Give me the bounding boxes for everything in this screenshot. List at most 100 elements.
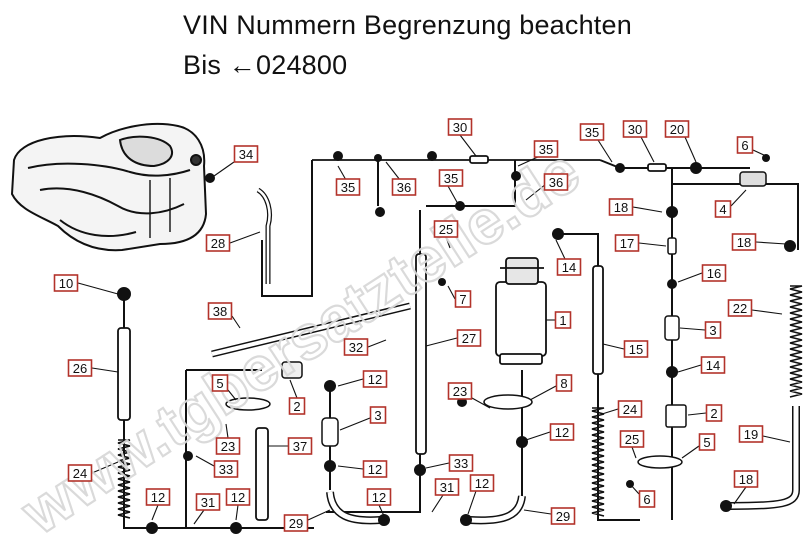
leader-line-c3b — [679, 327, 706, 331]
callout-c1: 1 — [554, 311, 572, 329]
clamp-dot — [438, 278, 446, 286]
callout-number: 18 — [614, 200, 628, 215]
callout-c12e: 12 — [366, 488, 392, 506]
callout-c14b: 14 — [700, 356, 726, 374]
callout-number: 35 — [444, 171, 458, 186]
leader-line-c22 — [751, 309, 783, 315]
callout-c5b: 5 — [698, 433, 716, 451]
callout-number: 20 — [670, 122, 684, 137]
callout-c12b: 12 — [225, 488, 251, 506]
callout-box — [205, 234, 231, 252]
callout-c35a: 35 — [335, 178, 361, 196]
callout-c23a: 23 — [215, 437, 241, 455]
leader-line-c3a — [339, 417, 371, 431]
callout-number: 22 — [733, 301, 747, 316]
fuel-filter-1 — [495, 257, 547, 365]
callout-c2a: 2 — [288, 397, 306, 415]
callout-c24a: 24 — [67, 464, 93, 482]
clamp-dot — [117, 287, 131, 301]
leader-line-c10 — [77, 282, 119, 295]
callout-box — [343, 338, 369, 356]
clamp-dots — [117, 151, 796, 534]
callout-number: 6 — [741, 138, 748, 153]
callout-number: 35 — [539, 142, 553, 157]
callout-c15: 15 — [623, 340, 649, 358]
callout-number: 8 — [560, 376, 567, 391]
callout-box — [53, 274, 79, 292]
callout-box — [362, 460, 388, 478]
callout-c22: 22 — [727, 299, 753, 317]
callout-c18b: 18 — [731, 233, 757, 251]
leader-line-c14b — [677, 364, 702, 373]
clamp-dot — [374, 154, 382, 162]
leader-line-c31a — [193, 509, 205, 525]
callout-box — [554, 311, 572, 329]
callout-number: 3 — [709, 323, 716, 338]
clamp-dot — [762, 154, 770, 162]
callout-c33b: 33 — [448, 454, 474, 472]
leader-line-c30a — [459, 134, 477, 157]
leader-line-c4 — [730, 189, 747, 207]
leader-line-c19 — [762, 435, 791, 443]
callout-c2b: 2 — [705, 404, 723, 422]
callout-box — [579, 123, 605, 141]
leader-line-c34 — [213, 161, 235, 177]
callout-box — [638, 490, 656, 508]
callout-number: 30 — [453, 120, 467, 135]
callout-box — [362, 370, 388, 388]
callout-box — [736, 136, 754, 154]
callout-number: 18 — [739, 472, 753, 487]
callout-number: 12 — [368, 372, 382, 387]
callout-c31a: 31 — [195, 493, 221, 511]
callout-box — [195, 493, 221, 511]
callout-box — [549, 423, 575, 441]
callout-number: 12 — [475, 476, 489, 491]
callout-box — [438, 169, 464, 187]
clamp-dot — [552, 228, 564, 240]
callout-c33a: 33 — [213, 460, 239, 478]
leader-line-c18a — [632, 206, 663, 213]
callout-box — [447, 118, 473, 136]
callout-box — [714, 200, 732, 218]
leader-line-c14a — [555, 239, 566, 260]
callout-number: 12 — [372, 490, 386, 505]
clamp-dot — [146, 522, 158, 534]
callout-c12f: 12 — [469, 474, 495, 492]
clamp-dot — [784, 240, 796, 252]
callout-number: 14 — [562, 260, 576, 275]
callout-c18a: 18 — [608, 198, 634, 216]
callout-c36a: 36 — [391, 178, 417, 196]
callout-c18c: 18 — [733, 470, 759, 488]
leader-line-c7 — [447, 285, 456, 300]
callout-box — [738, 425, 764, 443]
callout-number: 35 — [341, 180, 355, 195]
leader-line-c2b — [687, 412, 707, 416]
callout-box — [67, 464, 93, 482]
callout-number: 34 — [239, 147, 253, 162]
clamp-dot — [615, 163, 625, 173]
clamp-dot — [511, 171, 521, 181]
callout-c29a: 29 — [283, 514, 309, 532]
callout-box — [619, 430, 645, 448]
callout-box — [287, 437, 313, 455]
clamp-dot — [427, 151, 437, 161]
leader-line-c36a — [385, 161, 401, 181]
leader-line-c29b — [523, 509, 552, 515]
callout-number: 33 — [454, 456, 468, 471]
leader-line-c23b — [471, 397, 491, 409]
callout-number: 1 — [559, 313, 566, 328]
leader-line-c17 — [638, 242, 667, 247]
callout-number: 36 — [397, 180, 411, 195]
callout-c37: 37 — [287, 437, 313, 455]
callout-box — [434, 478, 460, 496]
callout-box — [622, 120, 648, 138]
clamp-dot — [324, 380, 336, 392]
callout-box — [701, 264, 727, 282]
callout-c24b: 24 — [617, 400, 643, 418]
callout-box — [617, 400, 643, 418]
callout-box — [533, 140, 559, 158]
callout-box — [211, 374, 229, 392]
callout-number: 12 — [151, 490, 165, 505]
leader-line-c12e — [378, 504, 385, 517]
